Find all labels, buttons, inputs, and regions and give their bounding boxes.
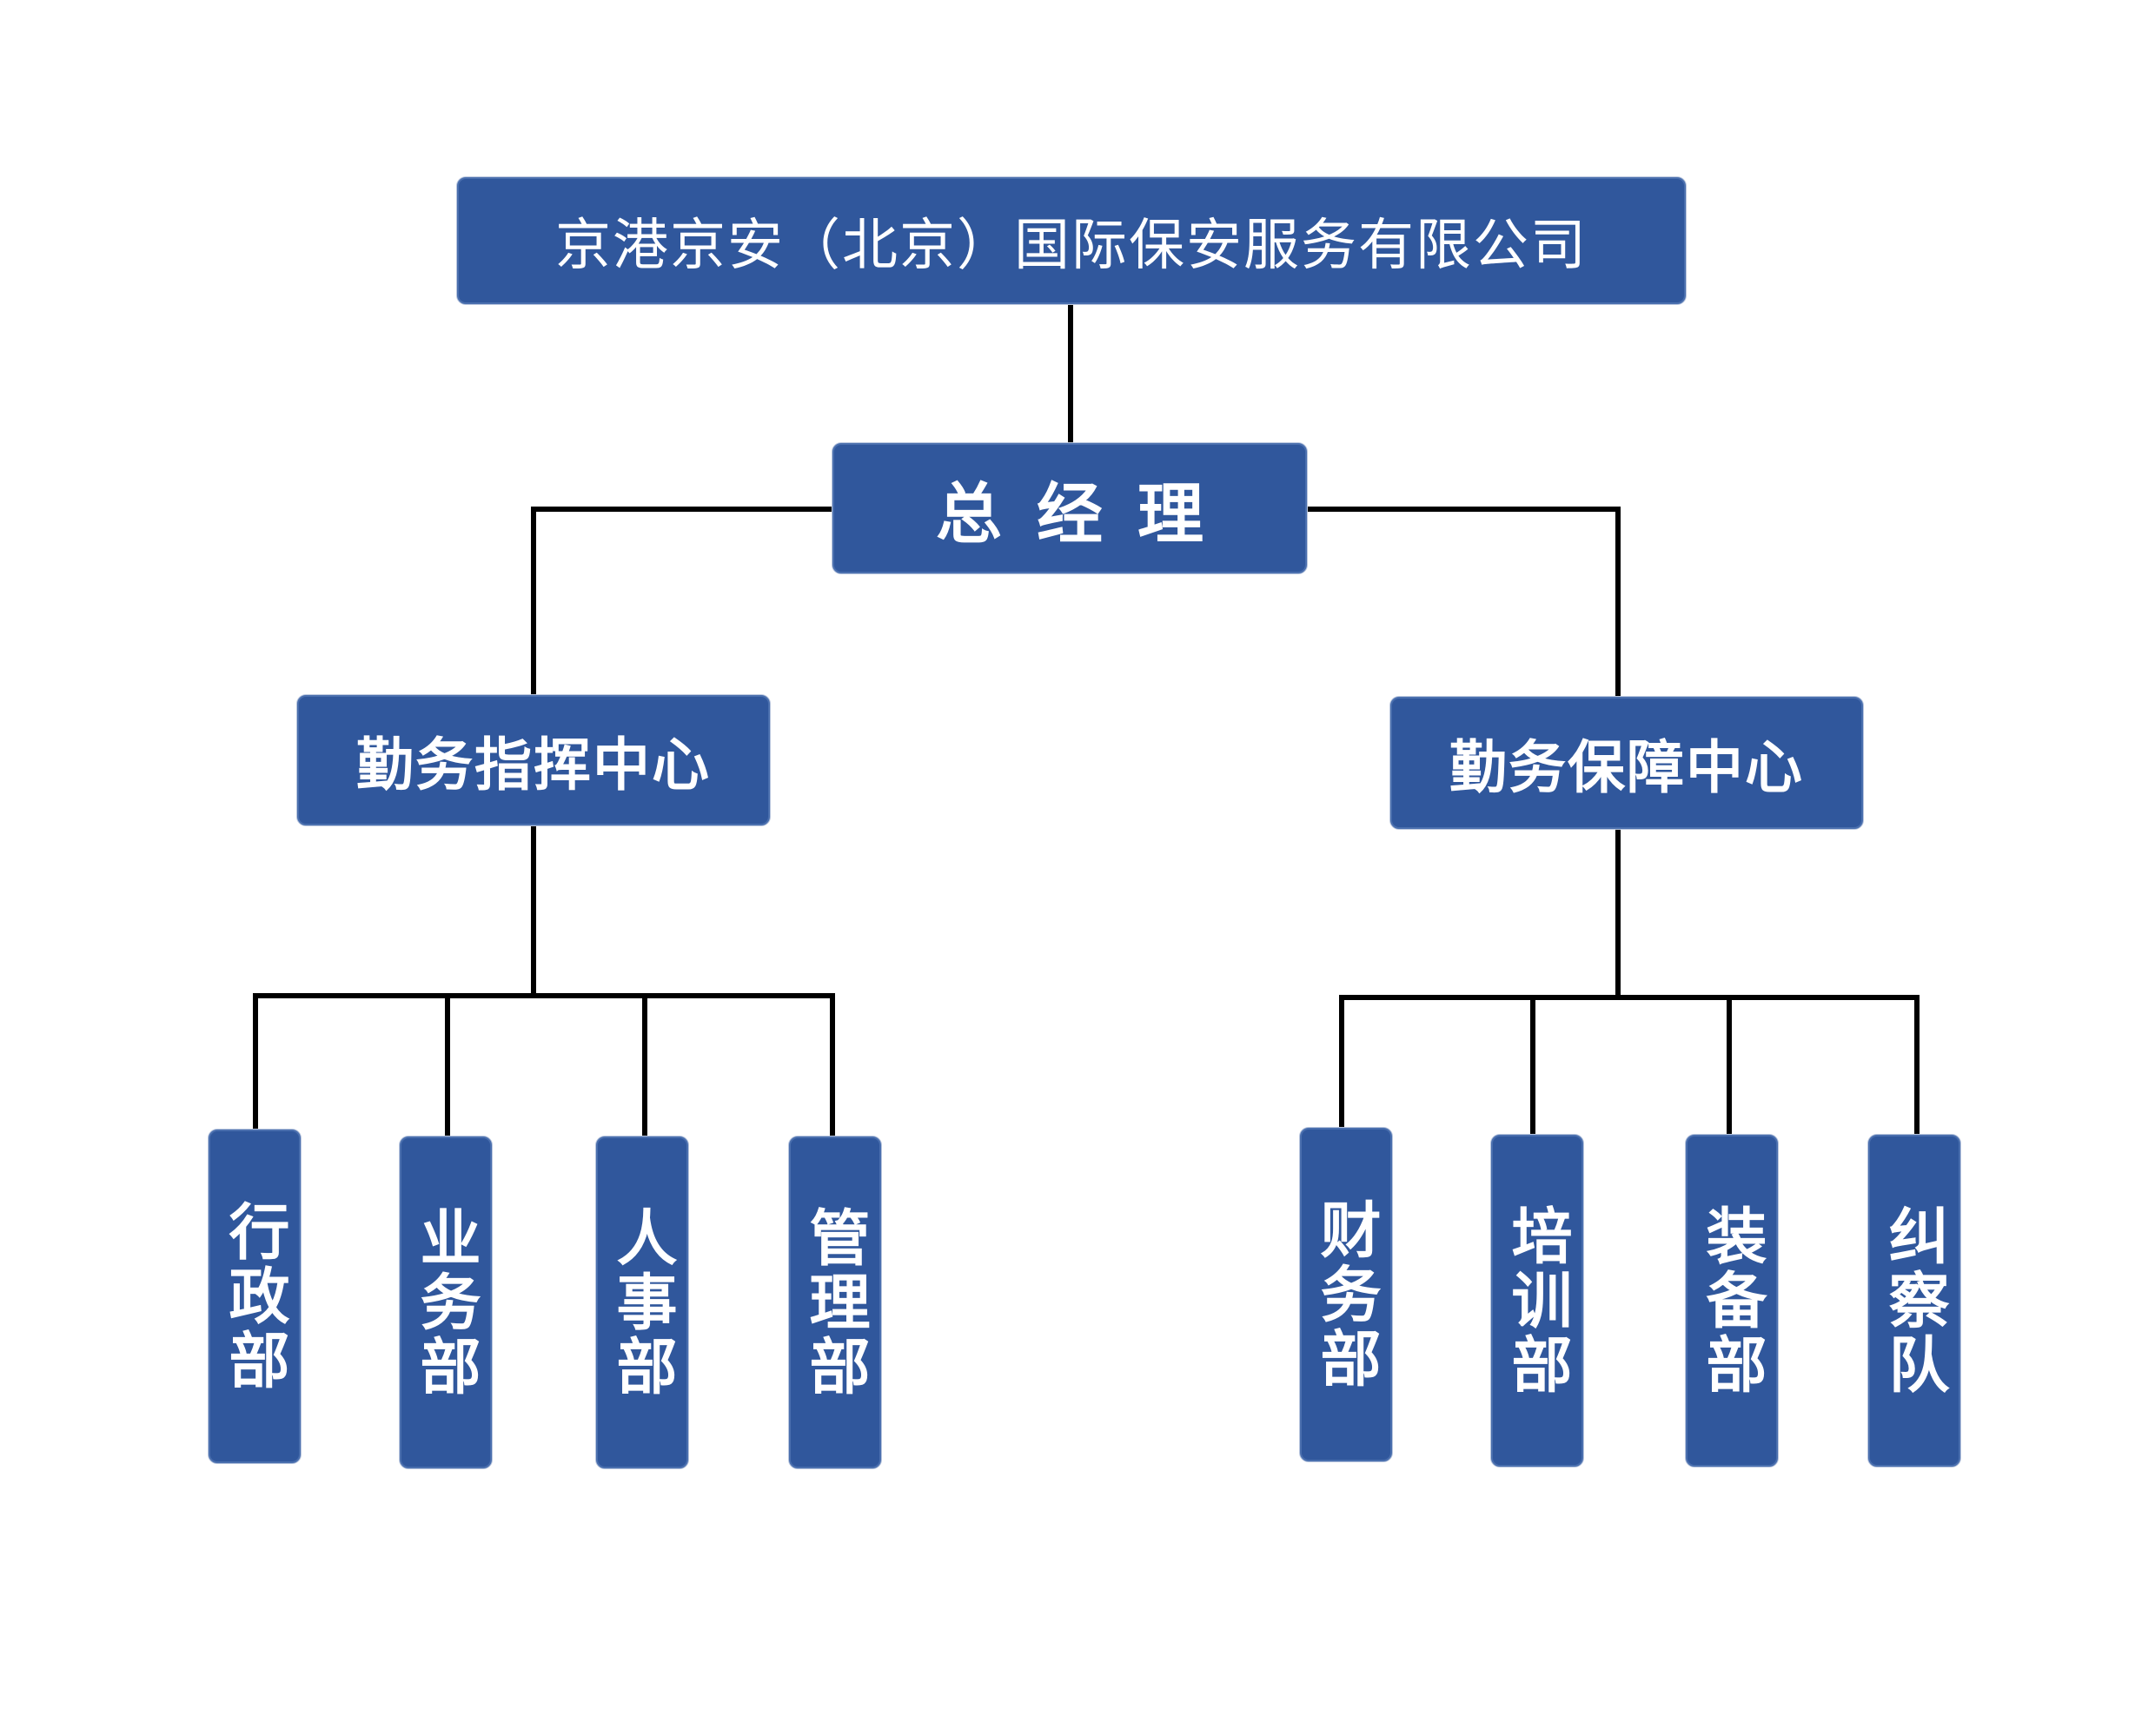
dept-hr-node: 人事部 [596, 1136, 688, 1468]
support-center-node: 勤务保障中心 [1390, 697, 1863, 829]
dept-equipment-label: 装备部 [1696, 1204, 1767, 1397]
support-center-label: 勤务保障中心 [1449, 734, 1804, 801]
dept-equipment-node: 装备部 [1686, 1135, 1778, 1467]
dept-admin-label: 行政部 [219, 1200, 290, 1393]
dept-admin-node: 行政部 [209, 1130, 301, 1463]
dept-training-node: 培训部 [1491, 1135, 1583, 1467]
connector-gm-left-center [531, 507, 837, 696]
command-center-node: 勤务指挥中心 [297, 695, 770, 825]
dept-inspection-node: 纠察队 [1868, 1135, 1960, 1467]
company-node: 京港京安（北京）国际保安服务有限公司 [457, 177, 1686, 304]
company-name: 京港京安（北京）国际保安服务有限公司 [555, 214, 1588, 278]
dept-hr-label: 人事部 [607, 1206, 678, 1399]
dept-management-label: 管理部 [799, 1206, 871, 1399]
dept-inspection-label: 纠察队 [1879, 1204, 1950, 1397]
general-manager-node: 总经理 [832, 443, 1307, 573]
dept-business-node: 业务部 [400, 1136, 492, 1468]
dept-training-label: 培训部 [1502, 1204, 1573, 1397]
connector-gm-right-center [1304, 507, 1621, 698]
dept-finance-label: 财务部 [1310, 1198, 1382, 1391]
dept-business-label: 业务部 [410, 1206, 481, 1399]
general-manager-title: 总经理 [936, 475, 1238, 553]
dept-management-node: 管理部 [789, 1136, 881, 1468]
dept-finance-node: 财务部 [1300, 1128, 1392, 1461]
command-center-label: 勤务指挥中心 [356, 732, 711, 798]
